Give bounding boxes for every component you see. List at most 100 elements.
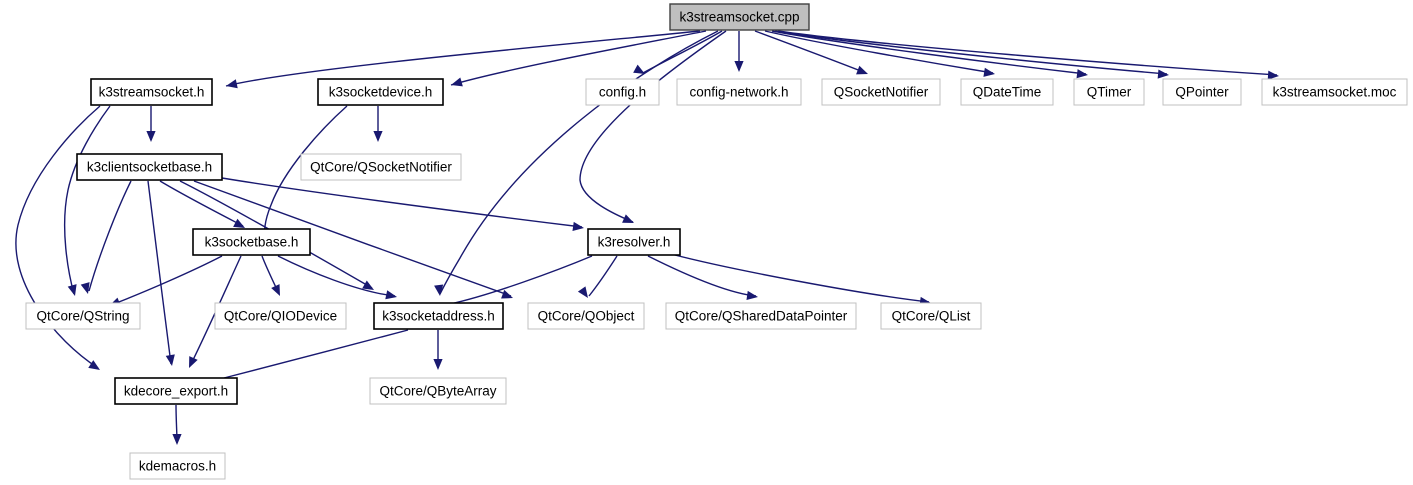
arrowhead-icon (146, 131, 156, 142)
arrowhead-icon (1157, 69, 1169, 79)
arrowhead-icon (189, 356, 198, 368)
nodes-layer: k3streamsocket.cpp k3streamsocket.h k3sock… (25, 3, 1408, 480)
arrowhead-icon (67, 284, 77, 296)
node-k3streamsocket-cpp[interactable]: k3streamsocket.cpp (669, 3, 810, 31)
arrowhead-icon (362, 280, 374, 290)
node-box[interactable] (76, 153, 223, 181)
arrowhead-icon (572, 221, 584, 232)
node-k3streamsocket-moc[interactable]: k3streamsocket.moc (1261, 78, 1408, 106)
node-k3socketaddress-h[interactable]: k3socketaddress.h (373, 302, 504, 330)
arrowhead-icon (165, 354, 175, 366)
node-box[interactable] (90, 78, 213, 106)
arrowhead-icon (734, 61, 744, 72)
node-box[interactable] (369, 377, 507, 405)
node-box[interactable] (1073, 78, 1145, 106)
arrowhead-icon (433, 359, 443, 370)
arrowhead-icon (501, 289, 513, 299)
arrowhead-icon (1267, 70, 1279, 80)
node-qtcore-qsocketnotifier[interactable]: QtCore/QSocketNotifier (300, 153, 462, 181)
node-qpointer[interactable]: QPointer (1162, 78, 1242, 106)
node-box[interactable] (527, 302, 645, 330)
edge-k3streamsocket-cpp-to-qpointer (774, 30, 1168, 75)
edge-k3streamsocket-cpp-to-k3streamsocket-moc (777, 30, 1278, 76)
node-qtcore-qshareddatapointer[interactable]: QtCore/QSharedDataPointer (665, 302, 857, 330)
node-qtcore-qlist[interactable]: QtCore/QList (880, 302, 982, 330)
node-box[interactable] (114, 377, 238, 405)
edge-k3resolver-h-to-k3socketaddress-h (449, 255, 593, 305)
node-box[interactable] (373, 302, 504, 330)
edge-k3streamsocket-cpp-to-config-h (642, 30, 723, 74)
edge-k3socketbase-h-to-qtcore-qstring (110, 255, 223, 306)
arrowhead-icon (746, 290, 758, 301)
edge-k3socketbase-h-to-k3socketaddress-h (277, 255, 396, 297)
edge-k3streamsocket-cpp-to-k3socketdevice-h (450, 30, 707, 86)
arrowhead-icon (1076, 69, 1088, 79)
node-box[interactable] (1261, 78, 1408, 106)
edge-k3streamsocket-h-to-kdecore-export-h (15, 105, 101, 369)
arrowhead-icon (373, 131, 383, 142)
node-box[interactable] (129, 452, 226, 480)
edge-k3clientsocketbase-h-to-qtcore-qstring (88, 180, 132, 292)
node-box[interactable] (587, 228, 681, 256)
node-k3socketbase-h[interactable]: k3socketbase.h (192, 228, 311, 256)
node-qtimer[interactable]: QTimer (1073, 78, 1145, 106)
node-box[interactable] (960, 78, 1054, 106)
arrowhead-icon (856, 65, 868, 75)
node-box[interactable] (676, 78, 802, 106)
edge-k3streamsocket-cpp-to-qtimer (771, 30, 1087, 75)
edge-k3resolver-h-to-qtcore-qlist (670, 253, 930, 303)
edge-k3streamsocket-cpp-to-qsocketnotifier (754, 30, 867, 74)
node-box[interactable] (585, 78, 660, 106)
edges-layer (15, 30, 1278, 444)
edge-k3streamsocket-h-to-qtcore-qstring (63, 105, 111, 295)
node-k3resolver-h[interactable]: k3resolver.h (587, 228, 681, 256)
node-k3socketdevice-h[interactable]: k3socketdevice.h (317, 78, 444, 106)
arrowhead-icon (385, 290, 397, 300)
arrowhead-icon (88, 360, 100, 370)
node-box[interactable] (214, 302, 347, 330)
node-config-network-h[interactable]: config-network.h (676, 78, 802, 106)
node-k3streamsocket-h[interactable]: k3streamsocket.h (90, 78, 213, 106)
node-config-h[interactable]: config.h (585, 78, 660, 106)
node-qtcore-qiodevice[interactable]: QtCore/QIODevice (214, 302, 347, 330)
edge-k3streamsocket-cpp-to-k3resolver-h (579, 30, 727, 223)
edge-k3clientsocketbase-h-to-k3resolver-h (221, 177, 583, 228)
node-box[interactable] (669, 3, 810, 31)
node-qtcore-qobject[interactable]: QtCore/QObject (527, 302, 645, 330)
arrowhead-icon (226, 79, 238, 89)
node-box[interactable] (317, 78, 444, 106)
edge-k3clientsocketbase-h-to-kdecore-export-h (147, 180, 172, 365)
edge-k3resolver-h-to-qtcore-qshareddatapointer (647, 255, 757, 297)
node-box[interactable] (300, 153, 462, 181)
arrowhead-icon (233, 218, 245, 228)
node-box[interactable] (821, 78, 941, 106)
arrowhead-icon (172, 434, 182, 445)
arrowhead-icon (622, 214, 634, 223)
node-qsocketnotifier[interactable]: QSocketNotifier (821, 78, 941, 106)
arrowhead-icon (633, 64, 645, 74)
node-box[interactable] (880, 302, 982, 330)
node-k3clientsocketbase-h[interactable]: k3clientsocketbase.h (76, 153, 223, 181)
node-box[interactable] (25, 302, 141, 330)
node-box[interactable] (192, 228, 311, 256)
arrowhead-icon (271, 284, 280, 296)
arrowhead-icon (434, 284, 444, 296)
node-kdemacros-h[interactable]: kdemacros.h (129, 452, 226, 480)
node-qtcore-qbytearray[interactable]: QtCore/QByteArray (369, 377, 507, 405)
node-kdecore-export-h[interactable]: kdecore_export.h (114, 377, 238, 405)
edge-k3streamsocket-cpp-to-k3streamsocket-h (225, 30, 701, 87)
node-box[interactable] (1162, 78, 1242, 106)
edge-k3resolver-h-to-qtcore-qobject (588, 255, 618, 297)
arrowhead-icon (983, 67, 995, 77)
node-qdatetime[interactable]: QDateTime (960, 78, 1054, 106)
node-box[interactable] (665, 302, 857, 330)
node-qtcore-qstring[interactable]: QtCore/QString (25, 302, 141, 330)
arrowhead-icon (451, 77, 463, 87)
arrowhead-icon (80, 282, 90, 294)
edge-k3clientsocketbase-h-to-k3socketbase-h (159, 180, 244, 227)
edge-k3clientsocketbase-h-to-qtcore-qobject (193, 180, 512, 297)
arrowhead-icon (577, 286, 588, 298)
edge-k3socketaddress-h-to-kdecore-export-h (223, 329, 409, 379)
